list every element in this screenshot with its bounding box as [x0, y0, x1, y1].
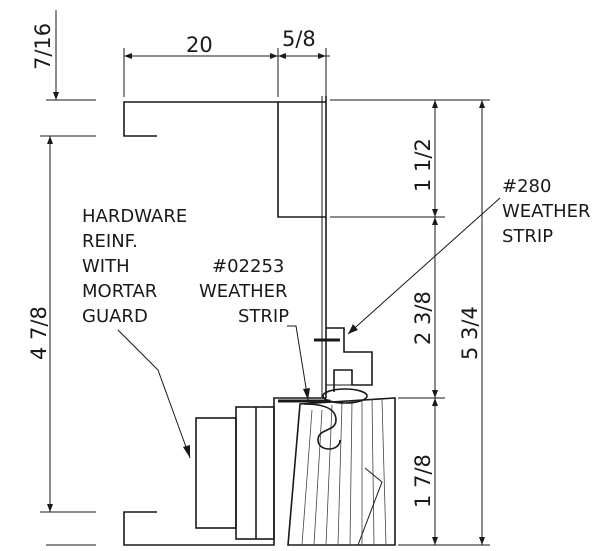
frame-profile	[123, 96, 327, 546]
dim-lower-right: 1 7/8	[411, 454, 435, 508]
dim-middle-right: 2 3/8	[411, 291, 435, 345]
door-edge	[287, 397, 396, 546]
dimension-arrows	[47, 53, 485, 545]
svg-text:#02253: #02253	[212, 256, 284, 277]
dim-overall-right: 5 3/4	[458, 306, 482, 360]
weather-strip-02253-label: #02253 WEATHER STRIP	[199, 256, 289, 327]
dim-overall-left: 4 7/8	[27, 306, 51, 360]
dimension-lines	[40, 10, 490, 546]
weather-strip-280-shape	[314, 327, 373, 404]
svg-text:WEATHER: WEATHER	[502, 201, 591, 222]
svg-text:MORTAR: MORTAR	[82, 281, 157, 302]
mortar-guard	[195, 406, 275, 540]
svg-text:#280: #280	[502, 176, 551, 197]
dim-top-left-vertical: 7/16	[31, 23, 55, 70]
dim-upper-right: 1 1/2	[411, 138, 435, 192]
svg-text:WITH: WITH	[82, 256, 130, 277]
hardware-reinf-label: HARDWARE REINF. WITH MORTAR GUARD	[82, 206, 187, 327]
svg-text:WEATHER: WEATHER	[199, 281, 288, 302]
dim-top-offset: 5/8	[282, 27, 316, 51]
dim-top-width: 20	[186, 33, 213, 57]
leader-lines	[117, 197, 501, 459]
leader-arrows	[183, 324, 358, 458]
svg-text:STRIP: STRIP	[238, 306, 289, 327]
svg-text:GUARD: GUARD	[82, 306, 148, 327]
weather-strip-02253-shape	[278, 399, 341, 450]
svg-text:HARDWARE: HARDWARE	[82, 206, 187, 227]
svg-text:REINF.: REINF.	[82, 231, 138, 252]
weather-strip-280-label: #280 WEATHER STRIP	[502, 176, 591, 247]
svg-text:STRIP: STRIP	[502, 226, 553, 247]
